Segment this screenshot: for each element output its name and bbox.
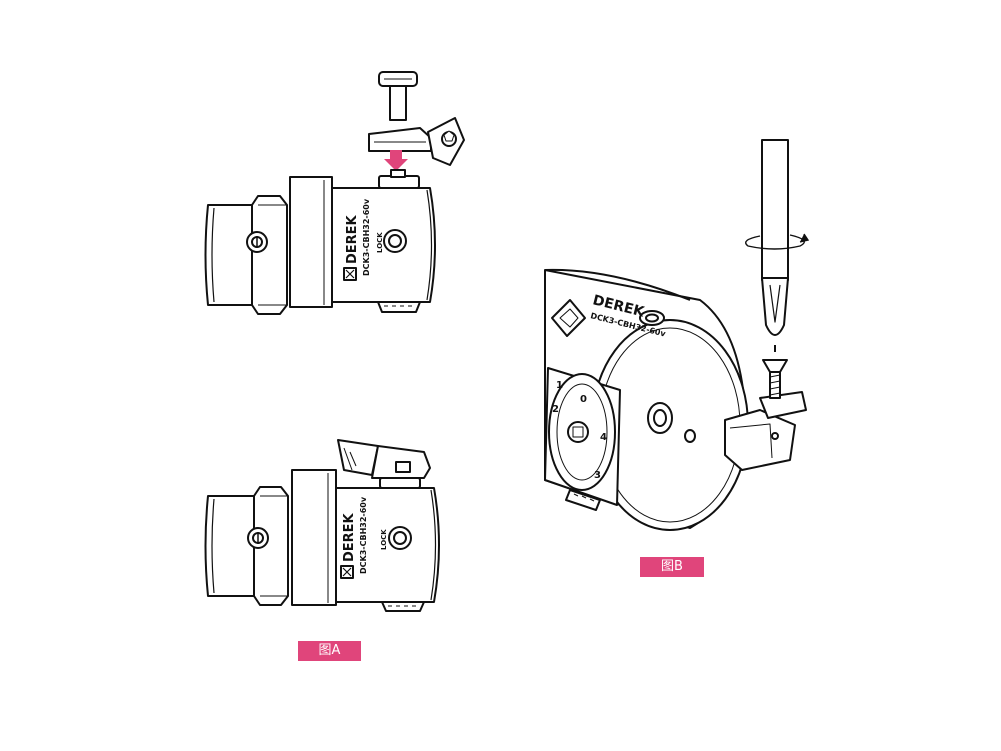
dial-number-0: 0 <box>580 394 587 405</box>
model-text-bottom: DCK3-CBH32-60v <box>359 496 368 574</box>
lock-text-top: LOCK <box>376 232 384 253</box>
figure-a-bottom-tool <box>204 439 440 612</box>
caption-a-bg <box>298 641 361 661</box>
model-text-top: DCK3-CBH32-60v <box>362 198 371 276</box>
insert-clamp <box>368 117 465 166</box>
figure-a-top-tool <box>204 71 465 315</box>
caption-b-bg <box>640 557 704 577</box>
dial-numbers: 0 1 2 3 4 <box>552 380 607 481</box>
dial-number-3: 3 <box>594 470 601 481</box>
caption-figure-b: 图B <box>661 559 683 574</box>
brand-text-bottom: DEREK <box>342 512 357 562</box>
insert-screw <box>378 71 418 121</box>
dial-number-4: 4 <box>600 432 607 443</box>
lock-text-bottom: LOCK <box>380 529 388 550</box>
caption-figure-a: 图A <box>318 643 341 658</box>
dial-number-2: 2 <box>552 404 559 415</box>
dial-number-1: 1 <box>556 380 563 391</box>
rotate-arrow-icon <box>745 233 810 250</box>
figure-b-tool <box>544 139 807 531</box>
arrow-down-icon <box>384 150 408 171</box>
brand-text-top: DEREK <box>345 214 360 264</box>
